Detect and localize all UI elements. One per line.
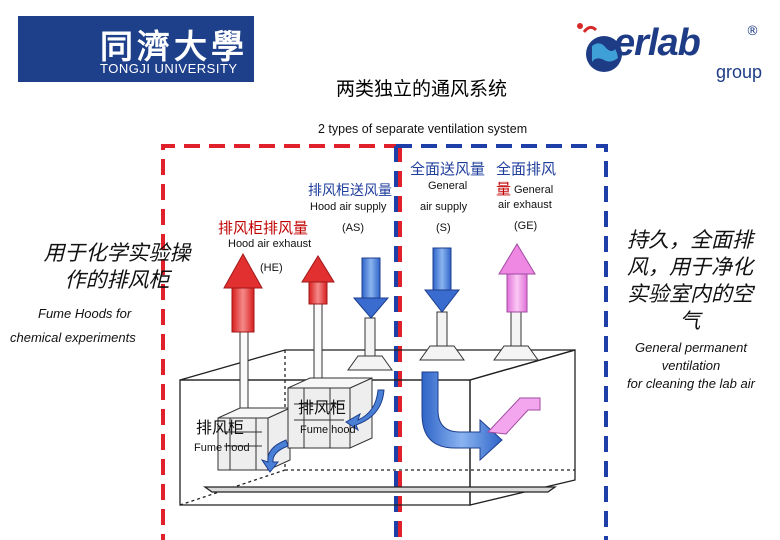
- general-exhaust-code: (GE): [514, 220, 538, 232]
- general-exhaust-arrow: [498, 243, 536, 313]
- general-exhaust-cn-1: 全面排风: [496, 160, 557, 178]
- hood-exhaust-en: Hood air exhaust: [228, 238, 312, 250]
- left-callout-en-2: chemical experiments: [10, 330, 136, 345]
- title-en: 2 types of separate ventilation system: [318, 122, 528, 136]
- right-callout-en-3: for cleaning the lab air: [627, 376, 755, 391]
- hood1-label-en: Fume hood: [194, 442, 250, 454]
- ceiling-diffusers: [347, 311, 539, 371]
- hood-exhaust-code: (HE): [260, 262, 283, 274]
- title-cn: 两类独立的通风系统: [336, 78, 508, 100]
- hood2-label-en: Fume hood: [300, 424, 356, 436]
- erlab-logo: erlab ® group: [568, 10, 768, 84]
- general-supply-code: (S): [436, 222, 451, 234]
- general-exhaust-cn-2: 量: [496, 180, 512, 198]
- room-exhaust-flow: [486, 397, 541, 435]
- erlab-logo-word: erlab: [614, 22, 701, 64]
- erlab-logo-reg: ®: [746, 24, 759, 39]
- hood-supply-cn: 排风柜送风量: [308, 183, 392, 199]
- fume-hood-2: [287, 299, 373, 449]
- right-callout-cn-4: 气: [679, 309, 701, 333]
- tongji-logo-en: TONGJI UNIVERSITY: [100, 61, 238, 76]
- hood2-exhaust-arrow: [301, 255, 335, 305]
- hood2-label-cn: 排风柜: [298, 398, 347, 417]
- right-callout-en: General permanent ventilation for cleani…: [606, 339, 776, 393]
- general-supply-en: General: [428, 180, 468, 192]
- right-callout-cn-1: 持久，全面排: [627, 228, 753, 252]
- left-callout-cn: 用于化学实验操 作的排风柜: [26, 240, 208, 294]
- right-callout-cn-3: 实验室内的空: [627, 282, 753, 306]
- room-supply-flow: [421, 371, 503, 462]
- hood-airflow-swirls: [260, 389, 385, 473]
- hood-exhaust-arrow: [223, 252, 263, 333]
- general-exhaust-en2: air exhaust: [498, 199, 552, 211]
- left-callout-en: Fume Hoods for chemical experiments: [10, 302, 188, 350]
- tongji-logo-cn: 同濟大學: [100, 27, 248, 66]
- right-callout-cn-2: 风，用于净化: [627, 255, 753, 279]
- fume-hood-1: [217, 329, 291, 471]
- hood-supply-en: Hood air supply: [310, 201, 387, 213]
- general-supply-arrow: [423, 247, 461, 313]
- tongji-university-logo: 同濟大學 TONGJI UNIVERSITY: [18, 16, 254, 82]
- right-callout-en-2: ventilation: [661, 358, 721, 373]
- hood1-label-cn: 排风柜: [196, 418, 245, 437]
- left-callout-cn-1: 用于化学实验操: [43, 241, 191, 265]
- general-supply-en2: air supply: [420, 201, 468, 213]
- erlab-globe-icon: [577, 23, 622, 72]
- right-callout-cn: 持久，全面排 风，用于净化 实验室内的空 气: [610, 227, 770, 335]
- left-callout-en-1: Fume Hoods for: [38, 306, 132, 321]
- hood-exhaust-cn: 排风柜排风量: [218, 219, 309, 237]
- hood-supply-code: (AS): [342, 222, 364, 234]
- red-dashed-boundary: [161, 144, 402, 540]
- general-exhaust-en: General: [514, 184, 554, 196]
- room-box: [179, 349, 576, 506]
- erlab-logo-group: group: [716, 62, 763, 82]
- left-callout-cn-2: 作的排风柜: [64, 268, 170, 292]
- blue-dashed-boundary: [394, 144, 608, 540]
- hood-supply-arrow: [352, 257, 390, 319]
- general-supply-cn: 全面送风量: [410, 160, 486, 178]
- right-callout-en-1: General permanent: [634, 340, 747, 355]
